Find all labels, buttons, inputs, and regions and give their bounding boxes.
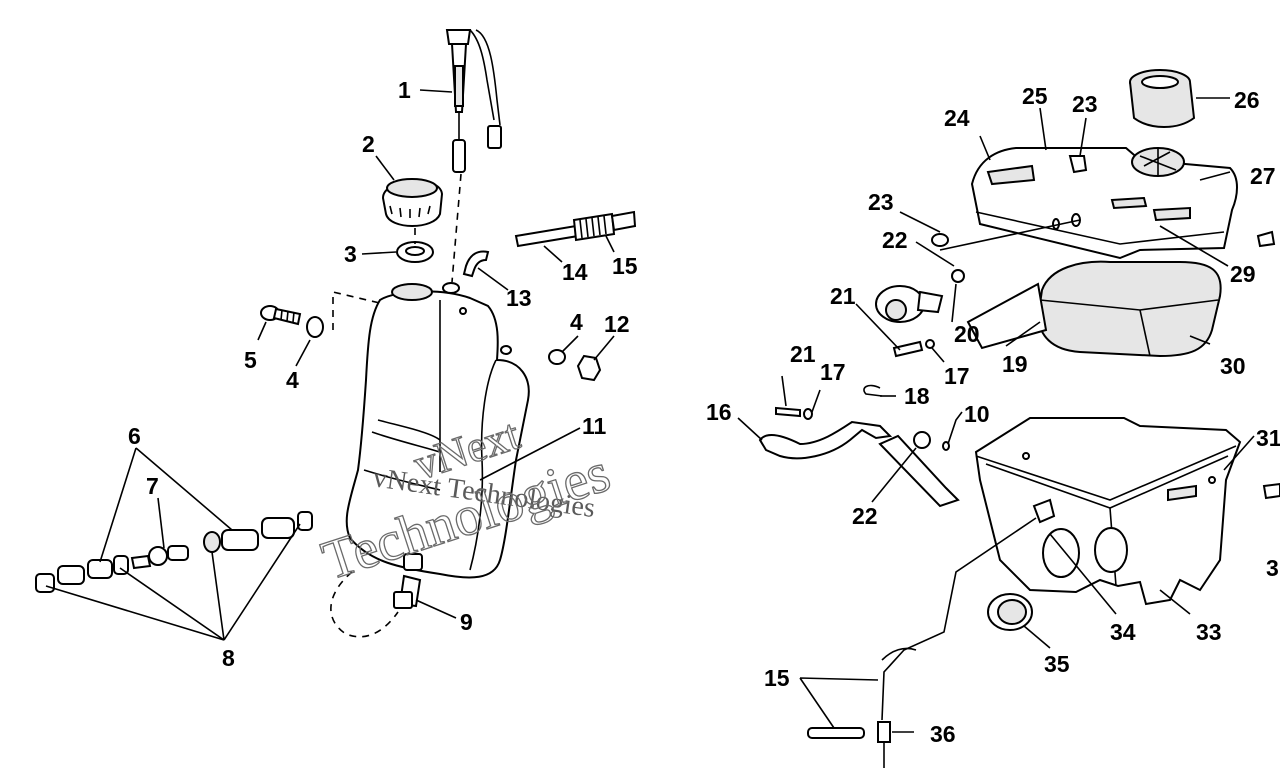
callout-23-left: 23 — [868, 189, 894, 215]
part-23-clip — [1068, 155, 1088, 174]
callout-labels: 1 2 3 5 4 4 12 13 14 15 6 7 8 9 11 24 25… — [128, 77, 1280, 747]
callout-3: 3 — [344, 241, 357, 267]
part-34-drain — [1032, 498, 1056, 524]
part-32-screw — [1262, 482, 1280, 500]
leader-lines-right — [737, 97, 1255, 733]
part-20-breather — [875, 233, 965, 323]
callout-20: 20 — [954, 321, 980, 347]
part-4-washer-left — [306, 316, 324, 338]
callout-9: 9 — [460, 609, 473, 635]
part-3-gasket — [396, 241, 434, 263]
part-5-screw — [260, 305, 302, 326]
part-25-airbox-lid — [970, 147, 1238, 260]
callout-1: 1 — [398, 77, 411, 103]
callout-12: 12 — [604, 311, 630, 337]
part-16-bracket — [758, 420, 960, 508]
part-21-screws — [775, 339, 935, 420]
callout-4-left: 4 — [286, 367, 299, 393]
part-1-fuel-sender — [445, 29, 502, 173]
part-4-washer-right — [548, 349, 566, 365]
callout-26: 26 — [1234, 87, 1260, 113]
callout-15-bottom: 15 — [764, 665, 790, 691]
part-19-gasket — [966, 282, 1048, 350]
callout-24: 24 — [944, 105, 970, 131]
callout-16: 16 — [706, 399, 732, 425]
part-14-vent-hose — [514, 210, 637, 248]
callout-29: 29 — [1230, 261, 1256, 287]
part-9-drain-fitting — [330, 571, 422, 638]
callout-25: 25 — [1022, 83, 1048, 109]
callout-14: 14 — [562, 259, 588, 285]
callout-13: 13 — [506, 285, 532, 311]
leader-lines-left — [45, 89, 615, 641]
callout-17-right: 17 — [944, 363, 970, 389]
fuel-line-parts — [35, 511, 313, 593]
part-30-air-filter — [1036, 260, 1222, 358]
part-15-drain-hose — [807, 517, 1037, 768]
callout-21-left: 21 — [790, 341, 816, 367]
callout-22-bottom: 22 — [852, 503, 878, 529]
fuel-tank-assembly — [35, 29, 637, 641]
callout-17-left: 17 — [820, 359, 846, 385]
callout-22-top: 22 — [882, 227, 908, 253]
callout-19: 19 — [1002, 351, 1028, 377]
part-2-fuel-cap — [381, 178, 444, 227]
part-12-nut — [576, 354, 602, 382]
callout-11: 11 — [582, 413, 607, 439]
callout-36: 36 — [930, 721, 956, 747]
callout-35: 35 — [1044, 651, 1070, 677]
callout-18: 18 — [904, 383, 930, 409]
part-28-fitting — [1256, 230, 1276, 248]
callout-6: 6 — [128, 423, 141, 449]
callout-15-top: 15 — [612, 253, 638, 279]
callout-23-top: 23 — [1072, 91, 1098, 117]
callout-2: 2 — [362, 131, 375, 157]
callout-10: 10 — [964, 401, 990, 427]
part-26-intake-boot — [1129, 69, 1196, 128]
callout-33: 33 — [1196, 619, 1222, 645]
air-box-assembly — [737, 69, 1280, 768]
callout-30: 30 — [1220, 353, 1246, 379]
part-18-clip — [863, 384, 883, 397]
part-35-grommet — [987, 593, 1033, 631]
callout-8: 8 — [222, 645, 235, 671]
callout-32: 3 — [1266, 555, 1279, 581]
callout-31: 31 — [1256, 425, 1280, 451]
callout-5: 5 — [244, 347, 257, 373]
callout-4-right: 4 — [570, 309, 583, 335]
part-33-airbox-base — [974, 417, 1242, 606]
callout-21-top: 21 — [830, 283, 856, 309]
part-13-vent-elbow — [462, 250, 490, 278]
part-10-bushing — [942, 441, 950, 451]
callout-7: 7 — [146, 473, 159, 499]
callout-27: 27 — [1250, 163, 1276, 189]
callout-34: 34 — [1110, 619, 1136, 645]
fuel-tank-body — [345, 282, 530, 579]
